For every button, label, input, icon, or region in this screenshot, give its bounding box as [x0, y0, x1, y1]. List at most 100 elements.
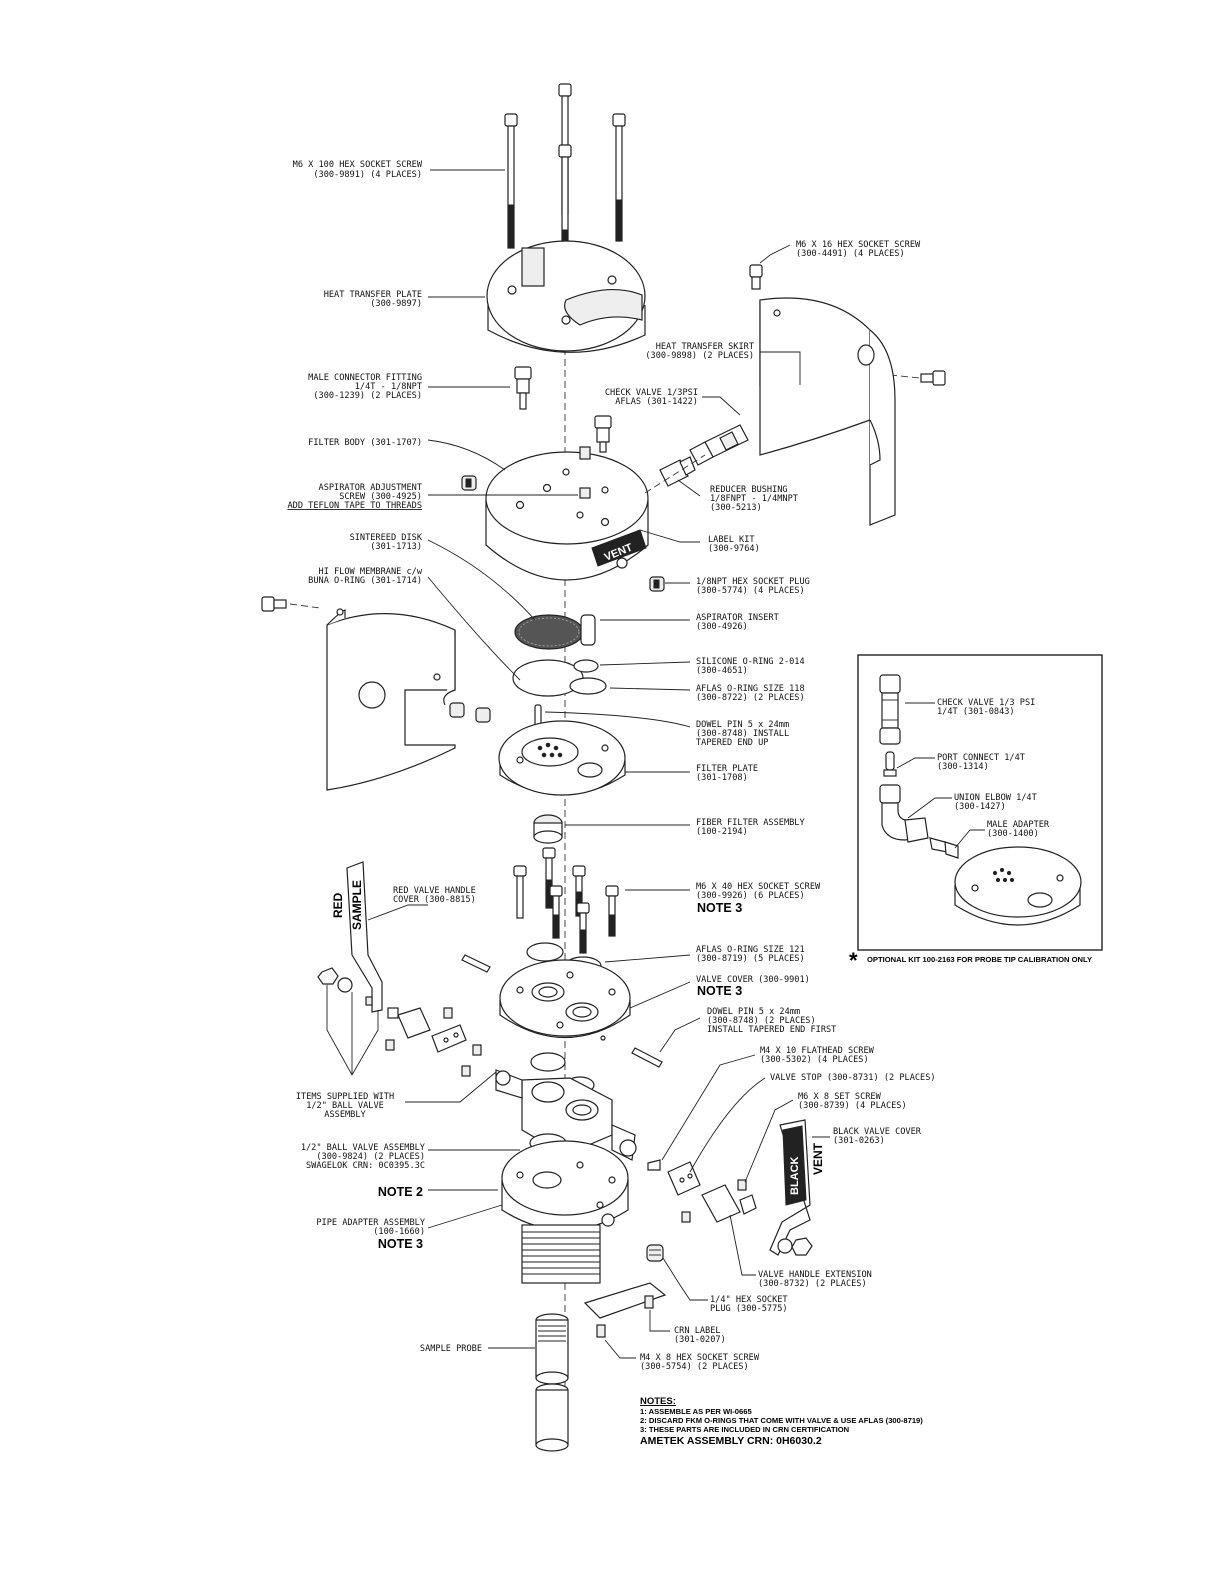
- inset-check-valve: [879, 674, 901, 745]
- m6x8-line2: (300-8739) (4 PLACES): [798, 1101, 907, 1111]
- callouts-right: M6 X 16 HEX SOCKET SCREW (300-4491) (4 P…: [605, 240, 936, 1372]
- pipe-threads: [522, 1231, 600, 1275]
- screw-2: [504, 113, 518, 249]
- sample-probe-lower: [535, 1383, 569, 1452]
- aflas118-line1: AFLAS O-RING SIZE 118: [696, 684, 805, 694]
- reducer-line2: 1/8FNPT - 1/4MNPT: [710, 494, 798, 504]
- reducer-line1: REDUCER BUSHING: [710, 485, 788, 495]
- sintered-disk: [514, 614, 584, 650]
- sintered-line1: SINTEREED DISK: [350, 533, 423, 543]
- red-cover-line1: RED VALVE HANDLE: [393, 886, 476, 896]
- ametek-crn: AMETEK ASSEMBLY CRN: 0H6030.2: [640, 1435, 822, 1447]
- callouts-left: M6 X 100 HEX SOCKET SCREW (300-9891) (4 …: [287, 160, 482, 1354]
- black-handle-nuts: [777, 1237, 813, 1256]
- inset-union-elbow: [879, 784, 929, 843]
- ball-valve-line1: 1/2" BALL VALVE ASSEMBLY: [301, 1143, 426, 1153]
- fiber-line1: FIBER FILTER ASSEMBLY: [696, 818, 805, 828]
- filter-body: VENT: [485, 451, 649, 581]
- heat-plate-line2: (300-9897): [370, 299, 422, 309]
- male-conn-line1: MALE CONNECTOR FITTING: [308, 373, 422, 383]
- items-supplied-line2: 1/2" BALL VALVE: [306, 1101, 384, 1111]
- flathead-screws: [647, 1159, 661, 1171]
- filter-plate-line2: (301-1708): [696, 773, 748, 783]
- aflas121-line2: (300-8719) (5 PLACES): [696, 954, 805, 964]
- asp-screw-line2: SCREW (300-4925): [339, 492, 422, 502]
- note-item-1: 1: ASSEMBLE AS PER WI-0665: [640, 1407, 752, 1416]
- inset-port-line2: (300-1314): [937, 762, 989, 772]
- crn-label-plate: [583, 1282, 667, 1338]
- inset-adapter-line2: (300-1400): [987, 829, 1039, 839]
- optional-kit-inset: CHECK VALVE 1/3 PSI 1/4T (301-0843) PORT…: [857, 654, 1103, 951]
- crn-label-line1: CRN LABEL: [674, 1326, 721, 1336]
- inset-elbow-line2: (300-1427): [954, 802, 1006, 812]
- aspirator-adjustment-screw: [579, 446, 591, 499]
- dowel-top-line3: TAPERED END UP: [696, 738, 768, 748]
- inset-adapter-line1: MALE ADAPTER: [987, 820, 1050, 830]
- optional-kit-caption: OPTIONAL KIT 100-2163 FOR PROBE TIP CALI…: [867, 955, 1092, 964]
- asp-insert-line1: ASPIRATOR INSERT: [696, 613, 779, 623]
- m4x10-line1: M4 X 10 FLATHEAD SCREW: [760, 1046, 875, 1056]
- dowel-bot-line1: DOWEL PIN 5 x 24mm: [707, 1007, 800, 1017]
- m6x16-screw: [749, 264, 763, 290]
- m6x8-line1: M6 X 8 SET SCREW: [798, 1092, 882, 1102]
- heat-transfer-skirt-right: [759, 297, 896, 526]
- inset-check-line1: CHECK VALVE 1/3 PSI: [937, 698, 1035, 708]
- sintered-line2: (301-1713): [370, 542, 422, 552]
- m6x40-screws: [513, 847, 619, 954]
- set-screws-left: [385, 1007, 482, 1077]
- heat-transfer-plate: [486, 240, 646, 353]
- ball-valve-line2: (300-9824) (2 PLACES): [316, 1152, 425, 1162]
- note3-cover-label: NOTE 3: [697, 984, 742, 998]
- crn-label-line2: (301-0207): [674, 1335, 726, 1345]
- red-text: RED: [331, 892, 345, 918]
- hex-plug-line2: (300-5774) (4 PLACES): [696, 586, 805, 596]
- inset-elbow-line1: UNION ELBOW 1/4T: [954, 793, 1037, 803]
- m4x10-line2: (300-5302) (4 PLACES): [760, 1055, 869, 1065]
- aflas-oring-118: [569, 677, 607, 695]
- black-valve-handle: BLACK VENT: [769, 1119, 825, 1256]
- hex-socket-plug: [649, 576, 665, 592]
- black-cover-line1: BLACK VALVE COVER: [833, 1127, 922, 1137]
- male-conn-line3: (300-1239) (2 PLACES): [313, 391, 422, 401]
- red-handle-nuts: [317, 967, 353, 993]
- dowel-pin-right: [631, 1047, 663, 1068]
- set-screws-right: [681, 1179, 747, 1223]
- filter-plate-line1: FILTER PLATE: [696, 764, 758, 774]
- ball-valve-line3: SWAGELOK CRN: 0C0395.3C: [306, 1161, 425, 1171]
- check-valve-line1: CHECK VALVE 1/3PSI: [605, 388, 698, 398]
- m6x100-line1: M6 X 100 HEX SOCKET SCREW: [293, 160, 423, 170]
- items-supplied-line3: ASSEMBLY: [324, 1110, 366, 1120]
- valve-stop: [667, 1161, 701, 1196]
- label-kit-line1: LABEL KIT: [708, 535, 755, 545]
- leader-lines: [367, 169, 830, 1359]
- dowel-top-line2: (300-8748) INSTALL: [696, 729, 789, 739]
- inset-plate: [954, 846, 1082, 926]
- note-item-2: 2: DISCARD FKM O-RINGS THAT COME WITH VA…: [640, 1416, 923, 1425]
- red-cover-line2: COVER (300-8815): [393, 895, 476, 905]
- notes-block: NOTES: 1: ASSEMBLE AS PER WI-0665 2: DIS…: [640, 1396, 923, 1447]
- fiber-filter-assembly: [533, 814, 563, 844]
- inset-port-connect: [883, 751, 897, 777]
- screw-3: [612, 113, 626, 242]
- silicone-oring: [573, 659, 599, 673]
- hex-plug-left: [461, 475, 477, 491]
- hex-socket-plug-quarter: [646, 1244, 664, 1262]
- skirt-line1: HEAT TRANSFER SKIRT: [656, 342, 754, 352]
- hex-plug14-line2: PLUG (300-5775): [710, 1304, 788, 1314]
- skirt-line2: (300-9898) (2 PLACES): [645, 351, 754, 361]
- m6x100-line2: (300-9891) (4 PLACES): [313, 170, 422, 180]
- dowel-top-line1: DOWEL PIN 5 x 24mm: [696, 720, 789, 730]
- check-valve-1-3psi: [689, 424, 749, 466]
- heat-transfer-skirt-left: [326, 608, 456, 791]
- black-text: BLACK: [789, 1156, 801, 1195]
- reducer-axis: [644, 454, 706, 494]
- m6x16-screw-right: [920, 370, 946, 386]
- m6x16-line2: (300-4491) (4 PLACES): [796, 249, 905, 259]
- aflas118-line2: (300-8722) (2 PLACES): [696, 693, 805, 703]
- m4x8-line2: (300-5754) (2 PLACES): [640, 1362, 749, 1372]
- dowel-pin-left: [461, 954, 491, 973]
- silicone-line2: (300-4651): [696, 666, 748, 676]
- fiber-line2: (100-2194): [696, 827, 748, 837]
- valve-stop-line1: VALVE STOP (300-8731) (2 PLACES): [770, 1073, 936, 1083]
